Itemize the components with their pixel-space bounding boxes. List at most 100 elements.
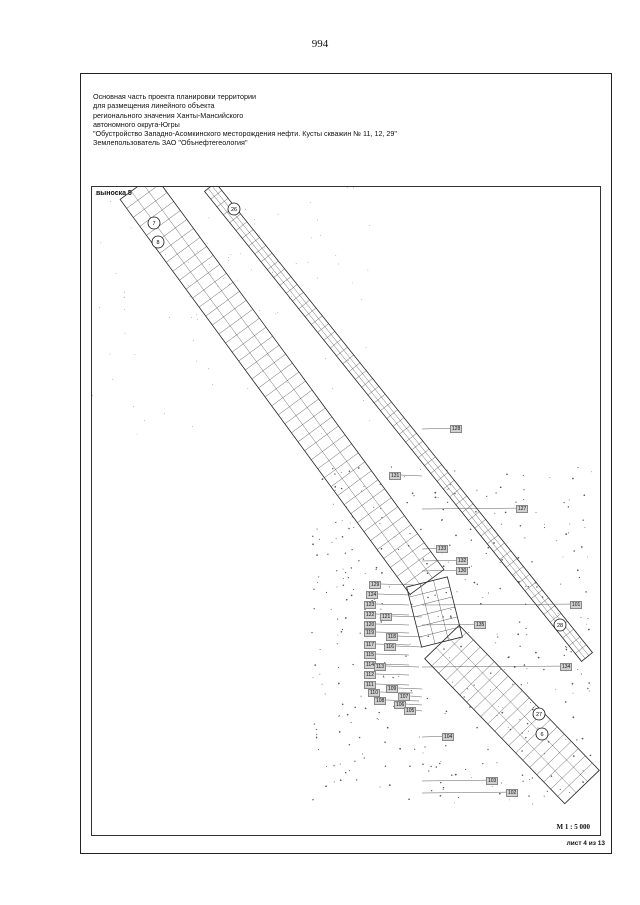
main-corridor-tick (337, 470, 372, 496)
survey-dot (345, 598, 348, 601)
label-leader (397, 687, 423, 690)
survey-dot (517, 633, 520, 636)
survey-dot (319, 648, 321, 651)
survey-dot (525, 585, 527, 587)
main-corridor-tick (324, 452, 359, 478)
main-corridor-lower-tick (494, 697, 530, 732)
survey-dot (430, 765, 432, 768)
main-corridor-lower-tick (515, 719, 551, 754)
main-corridor-tick (350, 488, 385, 514)
circle-marker (535, 727, 549, 741)
survey-dot (321, 478, 324, 480)
survey-dot (373, 506, 375, 508)
survey-dot (340, 471, 342, 473)
survey-dot (344, 571, 347, 574)
survey-dot (254, 219, 255, 221)
survey-dot (487, 546, 490, 549)
survey-dot (582, 781, 584, 783)
survey-dot (499, 587, 501, 590)
survey-dot (197, 319, 199, 320)
main-corridor-tick (311, 434, 346, 460)
main-corridor-tick (166, 237, 201, 263)
survey-dot (360, 695, 362, 697)
survey-dot (444, 712, 446, 715)
survey-dot (264, 247, 266, 249)
point-label: 130 (456, 567, 469, 575)
survey-dot (498, 792, 501, 795)
survey-dot (426, 572, 429, 575)
survey-dot (230, 254, 232, 255)
survey-dot (367, 269, 369, 271)
secondary-corridor-tick (568, 636, 581, 646)
survey-dot (471, 777, 473, 779)
survey-dot (346, 713, 349, 716)
survey-dot (325, 591, 328, 594)
main-corridor-lower-tick (501, 704, 537, 739)
survey-dot (354, 706, 356, 709)
circle-marker-label: 8 (156, 240, 159, 246)
survey-dot (522, 780, 524, 782)
survey-dot (325, 785, 327, 788)
survey-dot (424, 746, 426, 748)
survey-dot (503, 668, 505, 670)
survey-dot (99, 307, 100, 308)
survey-dot (406, 501, 408, 504)
survey-dot (568, 499, 570, 501)
main-corridor-tick (133, 192, 168, 218)
survey-dot (501, 523, 502, 525)
survey-dot (407, 545, 410, 547)
survey-dot (413, 495, 415, 497)
label-leader (421, 665, 573, 668)
point-label: 127 (516, 505, 529, 513)
point-label: 113 (374, 663, 386, 671)
survey-dot (245, 208, 247, 210)
header-line: автономного округа-Югры (93, 119, 180, 129)
survey-dot (361, 753, 364, 755)
survey-dot (499, 562, 501, 563)
secondary-corridor-tick (242, 229, 254, 239)
survey-dot (398, 675, 400, 677)
main-corridor-tick (271, 380, 306, 407)
label-leader (375, 673, 410, 676)
survey-dot (363, 400, 364, 402)
survey-dot (364, 707, 367, 710)
main-corridor-bend-tick (409, 586, 450, 598)
survey-dot (578, 576, 581, 579)
circle-marker-label: 26 (231, 207, 237, 213)
survey-dot (454, 493, 456, 495)
main-corridor-tick (146, 210, 181, 236)
secondary-corridor-tick (480, 527, 493, 537)
survey-dot (565, 738, 567, 740)
point-label: 118 (386, 633, 398, 641)
point-label: 101 (570, 601, 583, 609)
main-corridor-tick (297, 416, 333, 442)
survey-dot (537, 727, 539, 729)
survey-dot (110, 201, 111, 202)
survey-dot (535, 651, 537, 654)
main-corridor-lower-tick (550, 755, 586, 790)
survey-dot (350, 722, 352, 724)
label-leader (395, 645, 423, 648)
survey-dot (352, 663, 354, 666)
survey-dot (381, 516, 383, 519)
survey-dot (259, 310, 260, 311)
main-corridor-lower-tick (445, 646, 481, 681)
header-line: Основная часть проекта планировки террит… (93, 92, 256, 101)
page-number: 994 (311, 38, 329, 50)
survey-dot (569, 523, 571, 525)
main-corridor-bend-tick (411, 596, 453, 608)
survey-dot (192, 426, 193, 427)
survey-dot (422, 752, 424, 754)
point-label: 107 (398, 693, 411, 701)
survey-dot (317, 749, 320, 751)
survey-dot (562, 556, 564, 558)
survey-dot (476, 489, 478, 491)
main-corridor-lower-tick (529, 733, 565, 768)
point-label: 124 (366, 591, 379, 599)
survey-dot (430, 790, 433, 792)
main-corridor-tick (179, 255, 214, 281)
survey-dot (223, 277, 225, 279)
secondary-corridor-tick (304, 307, 317, 317)
survey-dot (527, 586, 529, 588)
survey-dot (189, 296, 191, 297)
